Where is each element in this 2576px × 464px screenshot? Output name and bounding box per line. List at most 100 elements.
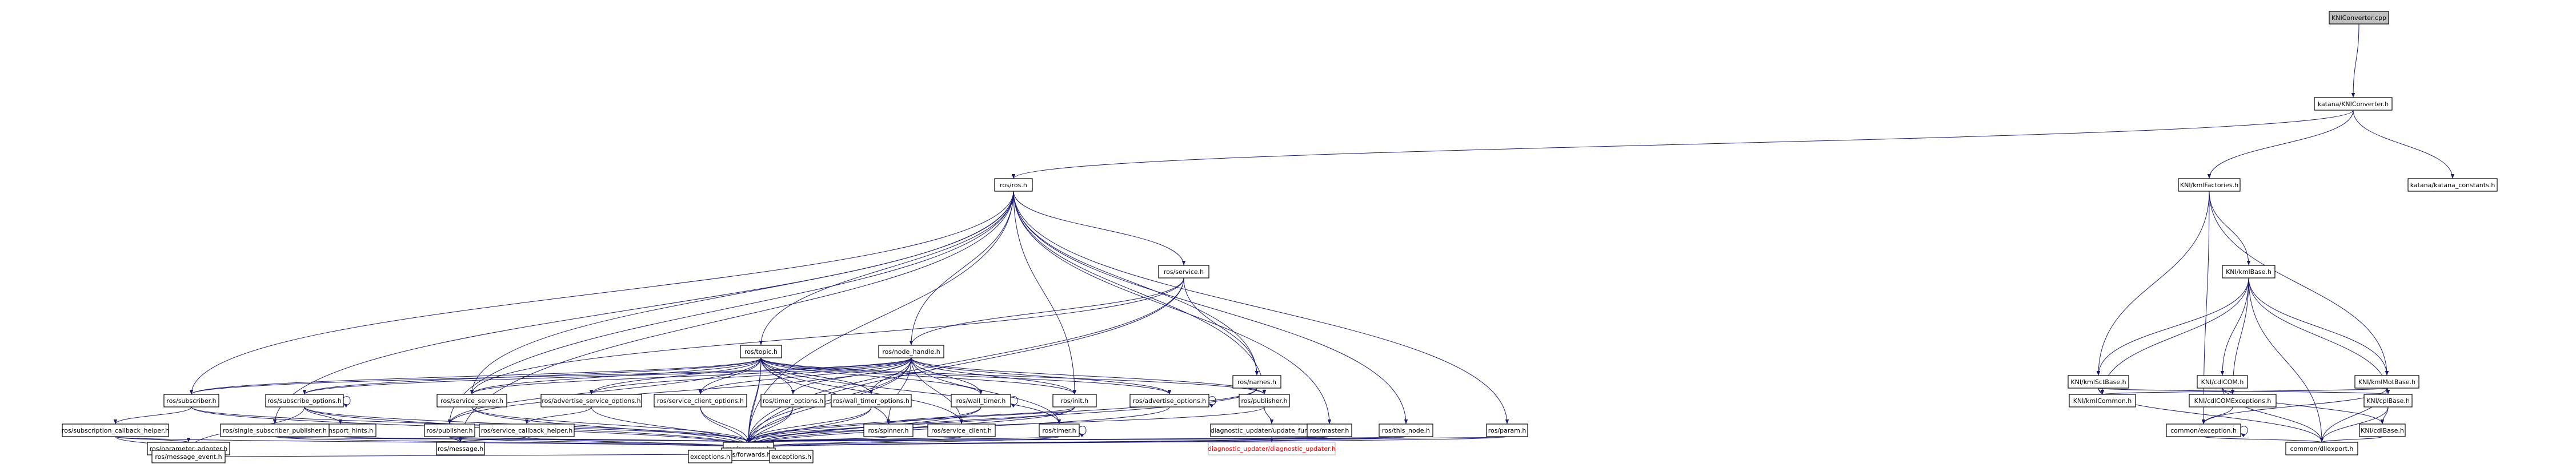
- dependency-edge-ros_subscriber_h-to-ros_subscription_callback_helper_h: [113, 406, 192, 425]
- node-label: ros/advertise_service_options.h: [542, 397, 640, 405]
- node-ros-master-h[interactable]: ros/master.h: [1307, 423, 1352, 437]
- node-ros-init-h[interactable]: ros/init.h: [1052, 394, 1097, 407]
- node-ros-wall-timer-h[interactable]: ros/wall_timer.h: [951, 394, 1011, 407]
- node-ros-forwards-h[interactable]: ros/forwards.h: [721, 447, 776, 461]
- dependency-edge-kni_kmlfactories_h-to-kni_kmlsctbase_h: [2096, 191, 2210, 376]
- node-box: [1039, 423, 1080, 437]
- dependency-edge-ros_service_h-to-ros_common_h: [746, 277, 1184, 443]
- node-label: katana/katana_constants.h: [2410, 181, 2495, 189]
- node-kni-kmlmotbase-h[interactable]: KNI/kmlMotBase.h: [2354, 375, 2419, 389]
- node-box: [688, 450, 732, 463]
- node-ros-spinner-h[interactable]: ros/spinner.h: [863, 423, 914, 437]
- dependency-edge-ros_node_handle_h-to-ros_wall_timer_h: [911, 357, 983, 395]
- node-box: [220, 423, 330, 437]
- node-box: [1129, 394, 1209, 407]
- dependency-edge-ros_subscription_callback_helper_h-to-ros_forwards_h: [115, 436, 750, 449]
- node-box: [1379, 423, 1433, 437]
- node-katana-constants-h[interactable]: katana/katana_constants.h: [2407, 178, 2498, 192]
- node-ros-advertise-options-h[interactable]: ros/advertise_options.h: [1129, 394, 1209, 407]
- node-kni-cdlcom-h[interactable]: KNI/cdlCOM.h: [2197, 375, 2248, 389]
- node-box: [424, 423, 475, 437]
- node-box: [2222, 265, 2275, 279]
- node-ros-service-h[interactable]: ros/service.h: [1158, 265, 1209, 279]
- node-box: [951, 394, 1011, 407]
- dependency-edge-ros_subscribe_options_h-to-ros_subscribe_options_h: [343, 396, 351, 408]
- node-kni-cplbase-h[interactable]: KNI/cplBase.h: [2363, 394, 2413, 407]
- node-ros-message-event-h[interactable]: ros/message_event.h: [151, 450, 226, 463]
- node-box: [2354, 375, 2419, 389]
- node-box: [2069, 394, 2136, 407]
- dependency-edge-kni_kmlbase_h-to-kni_kmlmotbase_h: [2248, 277, 2389, 376]
- dependency-edge-ros_publisher_h_right-to-diagnostic_updater_update_functions_h: [1264, 406, 1274, 425]
- dependency-edge-ros_subscription_callback_helper_h-to-ros_parameter_adapter_h: [115, 436, 190, 443]
- node-kni-kmlcommon-h[interactable]: KNI/kmlCommon.h: [2069, 394, 2136, 407]
- node-common-dllexport-h[interactable]: common/dllexport.h: [2285, 442, 2358, 455]
- dependency-edge-ros_node_handle_h-to-ros_common_h: [746, 357, 912, 443]
- node-box: [163, 394, 219, 407]
- node-kni-cdlcomexceptions-h[interactable]: KNI/cdlCOMExceptions.h: [2189, 394, 2277, 407]
- node-diagnostic-updater-update-functions-h[interactable]: diagnostic_updater/update_functions.h: [1210, 423, 1333, 437]
- dependency-edge-ros_topic_h-to-ros_subscriber_h: [190, 357, 762, 395]
- node-ros-subscription-callback-helper-h[interactable]: ros/subscription_callback_helper.h: [62, 423, 169, 437]
- dependency-edge-ros_service_h-to-ros_service_server_h: [470, 277, 1184, 395]
- node-ros-topic-h[interactable]: ros/topic.h: [740, 345, 782, 358]
- node-ros-timer-options-h[interactable]: ros/timer_options.h: [760, 394, 826, 407]
- dependency-edge-kni_kmlfactories_h-to-kni_kmlbase_h: [2209, 191, 2251, 266]
- node-box: [2197, 375, 2248, 389]
- node-label: ros/timer.h: [1042, 427, 1076, 434]
- dependency-edge-ros_ros_h-to-ros_master_h: [1013, 191, 1332, 425]
- node-kniconverter-cpp[interactable]: KNIConverter.cpp: [2329, 11, 2389, 25]
- node-ros-wall-timer-options-h[interactable]: ros/wall_timer_options.h: [831, 394, 912, 407]
- node-label: exceptions.h: [771, 453, 811, 461]
- node-label: ros/names.h: [1237, 378, 1276, 386]
- node-label: ros/subscriber.h: [166, 397, 216, 405]
- dependency-edge-ros_topic_h-to-ros_subscribe_options_h: [303, 357, 762, 395]
- dependency-edge-ros_topic_h-to-ros_publisher_h_right: [760, 357, 1266, 395]
- node-ros-node-handle-h[interactable]: ros/node_handle.h: [878, 345, 944, 358]
- node-ros-message-h[interactable]: ros/message.h: [436, 442, 485, 455]
- dependency-edge-ros_node_handle_h-to-ros_advertise_service_options_h: [589, 357, 912, 395]
- node-label: KNI/kmlSctBase.h: [2070, 378, 2126, 386]
- node-box: [769, 450, 814, 463]
- dependency-edge-ros_service_h-to-ros_node_handle_h: [909, 277, 1184, 346]
- node-exceptions-h-2[interactable]: exceptions.h: [769, 450, 814, 463]
- node-label: ros/publisher.h: [427, 427, 473, 434]
- node-ros-names-h[interactable]: ros/names.h: [1232, 375, 1281, 389]
- node-exceptions-h-1[interactable]: exceptions.h: [688, 450, 732, 463]
- node-ros-single-subscriber-publisher-h[interactable]: ros/single_subscriber_publisher.h: [220, 423, 330, 437]
- node-kni-kmlsctbase-h[interactable]: KNI/kmlSctBase.h: [2068, 375, 2129, 389]
- node-ros-ros-h[interactable]: ros/ros.h: [994, 178, 1033, 192]
- node-ros-advertise-service-options-h[interactable]: ros/advertise_service_options.h: [540, 394, 642, 407]
- node-label: ros/wall_timer_options.h: [833, 397, 910, 405]
- node-ros-service-client-h[interactable]: ros/service_client.h: [927, 423, 996, 437]
- node-label: ros/param.h: [1488, 427, 1527, 434]
- node-ros-subscribe-options-h[interactable]: ros/subscribe_options.h: [265, 394, 344, 407]
- node-kni-kmlfactories-h[interactable]: KNI/kmlFactories.h: [2178, 178, 2241, 192]
- node-box: [2178, 178, 2241, 192]
- node-ros-publisher-h-left[interactable]: ros/publisher.h: [424, 423, 475, 437]
- node-ros-publisher-h-right[interactable]: ros/publisher.h: [1239, 394, 1290, 407]
- dependency-edge-ros_topic_h-to-ros_advertise_service_options_h: [589, 357, 762, 395]
- dependency-edge-ros_node_handle_h-to-ros_subscriber_h: [190, 357, 912, 395]
- dependency-edge-ros_advertise_service_options_h-to-ros_forwards_h: [591, 406, 751, 449]
- node-diagnostic-updater-diagnostic-updater-h[interactable]: diagnostic_updater/diagnostic_updater.h: [1208, 442, 1336, 455]
- dependency-edge-katana_kniconverter_h-to-ros_ros_h: [1012, 110, 2354, 179]
- node-common-exception-h[interactable]: common/exception.h: [2166, 423, 2241, 437]
- dependency-edge-ros_ros_h-to-ros_param_h: [1013, 191, 1509, 425]
- dependency-edge-ros_service_callback_helper_h-to-ros_forwards_h: [526, 436, 750, 449]
- node-ros-service-callback-helper-h[interactable]: ros/service_callback_helper.h: [479, 423, 575, 437]
- node-katana-kniconverter-h[interactable]: katana/KNIConverter.h: [2314, 97, 2393, 111]
- node-kni-cdlbase-h[interactable]: KNI/cdlBase.h: [2359, 423, 2406, 437]
- node-label: KNI/kmlBase.h: [2226, 268, 2271, 276]
- node-ros-timer-h[interactable]: ros/timer.h: [1039, 423, 1080, 437]
- node-kni-kmlbase-h[interactable]: KNI/kmlBase.h: [2222, 265, 2275, 279]
- node-ros-this-node-h[interactable]: ros/this_node.h: [1379, 423, 1433, 437]
- node-ros-service-client-options-h[interactable]: ros/service_client_options.h: [654, 394, 747, 407]
- node-box: [436, 394, 507, 407]
- dependency-edge-common_exception_h-to-common_dllexport_h: [2203, 436, 2323, 443]
- node-ros-subscriber-h[interactable]: ros/subscriber.h: [163, 394, 219, 407]
- node-ros-service-server-h[interactable]: ros/service_server.h: [436, 394, 507, 407]
- node-ros-param-h[interactable]: ros/param.h: [1486, 423, 1528, 437]
- dependency-edge-ros_advertise_options_h-to-ros_advertise_options_h: [1208, 396, 1216, 408]
- node-label: KNI/cplBase.h: [2366, 397, 2410, 405]
